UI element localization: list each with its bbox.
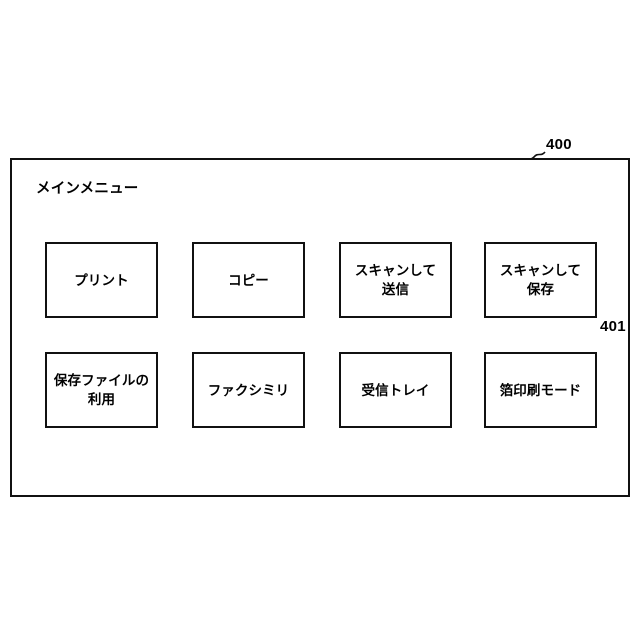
menu-button-label: ファクシミリ	[207, 382, 290, 398]
menu-button-scan-and-store[interactable]: スキャンして 保存	[484, 242, 597, 318]
reference-numeral-401: 401	[600, 318, 626, 335]
menu-button-fax[interactable]: ファクシミリ	[192, 352, 305, 428]
menu-button-inbox[interactable]: 受信トレイ	[339, 352, 452, 428]
page-title: メインメニュー	[36, 181, 139, 197]
menu-button-label: スキャンして 送信	[354, 263, 437, 297]
operation-panel-frame	[10, 158, 630, 497]
menu-button-use-stored-files[interactable]: 保存ファイルの 利用	[45, 352, 158, 428]
menu-button-label: 受信トレイ	[361, 382, 430, 398]
main-menu-grid: プリント コピー スキャンして 送信 スキャンして 保存 保存ファイルの 利用 …	[45, 242, 597, 428]
menu-button-label: 箔印刷モード	[499, 382, 582, 398]
menu-button-copy[interactable]: コピー	[192, 242, 305, 318]
menu-button-scan-and-send[interactable]: スキャンして 送信	[339, 242, 452, 318]
menu-button-print[interactable]: プリント	[45, 242, 158, 318]
menu-button-label: 保存ファイルの 利用	[53, 373, 150, 407]
reference-numeral-400: 400	[546, 136, 572, 153]
menu-button-label: スキャンして 保存	[499, 263, 582, 297]
menu-button-label: プリント	[74, 272, 129, 288]
foil-print-mode-button[interactable]: 箔印刷モード	[484, 352, 597, 428]
menu-button-label: コピー	[228, 272, 269, 288]
